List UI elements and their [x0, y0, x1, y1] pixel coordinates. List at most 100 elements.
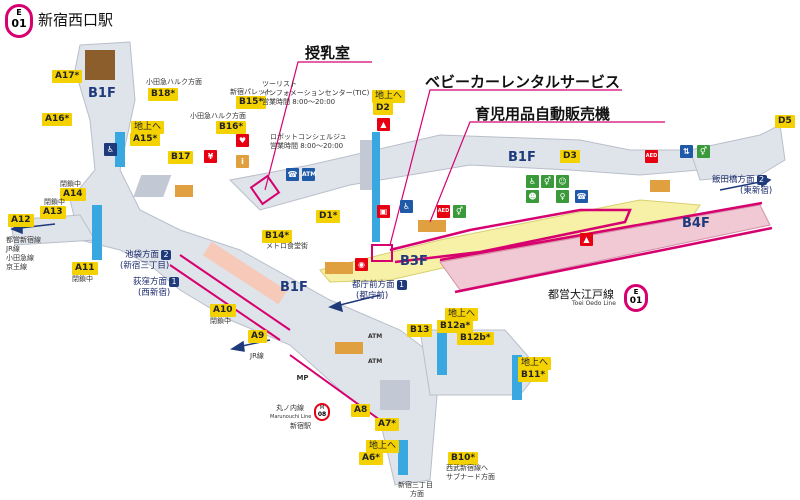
restroom-icon-3: ⚥ — [697, 145, 710, 158]
exit-d5: D5 — [775, 115, 795, 128]
direction-ogikubo-sub: (西新宿) — [138, 288, 171, 298]
ticket-icon: ¥ — [204, 150, 217, 163]
label-seibu-shinjuku: 西武新宿線へ — [446, 464, 488, 472]
line-name-en: Toei Oedo Line — [572, 300, 616, 307]
elevators — [92, 132, 522, 475]
label-tourist-info-1: ツーリスト — [262, 80, 297, 88]
direction-tochomae-num: 1 — [396, 280, 407, 290]
station-code-letter: E — [16, 8, 22, 17]
direction-ogikubo-num: 1 — [169, 277, 180, 287]
map-icon: MP — [296, 374, 309, 382]
stroller-icon: ◉ — [355, 258, 368, 271]
label-closed-1: 閉鎖中 — [60, 180, 81, 188]
restroom-icon-1: ♿ — [104, 143, 117, 156]
callout-stroller-rental: ベビーカーレンタルサービス — [425, 73, 621, 91]
exit-b15: B15* — [236, 96, 267, 109]
phone-icon: ☎ — [286, 168, 299, 181]
exit-a14: A14 — [60, 188, 86, 201]
station-badge: E 01 — [5, 4, 33, 38]
label-shinjuku-palette: 新宿パレット — [230, 88, 272, 96]
exit-a15: A15* — [130, 133, 161, 146]
label-metro-food: メトロ食堂街 — [266, 242, 308, 250]
label-tourist-info-3: 営業時間 8:00～20:00 — [262, 98, 336, 106]
upstairs-label-3: 地上へ — [445, 308, 479, 321]
wheelchair-icon: ♿ — [400, 200, 413, 213]
label-tourist-info-2: インフォメーションセンター(TIC) — [262, 89, 370, 97]
atm-icon-2: ATM — [368, 333, 383, 340]
floor-label-b1f-mid: B1F — [280, 280, 308, 295]
exit-b17: B17 — [168, 151, 194, 164]
exit-a17: A17* — [52, 70, 83, 83]
info-icon: i — [236, 155, 249, 168]
floor-label-b1f-left: B1F — [88, 86, 116, 101]
direction-tochomae-text: 都庁前方面 — [352, 280, 395, 290]
exit-b10: B10* — [448, 452, 479, 465]
exit-a12: A12 — [8, 214, 34, 227]
marunouchi-badge-letter: M — [319, 405, 325, 411]
station-name: 新宿西口駅 — [38, 11, 114, 29]
line-badge: E 01 — [624, 284, 648, 312]
family-icon: ☻ — [526, 190, 539, 203]
label-jr-left: JR線 — [6, 245, 20, 253]
restroom-icon-2: ♿ — [526, 175, 539, 188]
b4f-platform — [439, 201, 773, 294]
escalator-icon: ⇅ — [680, 145, 693, 158]
shops — [85, 50, 670, 354]
direction-iidabashi-sub: (東新宿) — [740, 186, 773, 196]
phone-icon-2: ☎ — [575, 190, 588, 203]
exit-b14: B14* — [262, 230, 293, 243]
exit-d2: D2 — [373, 102, 393, 115]
label-shinjuku3-2: 方面 — [410, 490, 424, 498]
atm-icon-1: ATM — [302, 168, 316, 181]
floor-label-b1f-center: B1F — [508, 150, 536, 165]
direction-iidabashi-num: 2 — [756, 175, 767, 185]
label-marunouchi-2: Marunouchi Line — [270, 414, 312, 420]
elevator-icon: ▲ — [377, 118, 390, 131]
restroom-icon-4: ⚥ — [453, 205, 466, 218]
label-odakyu: 小田急線 — [6, 254, 34, 262]
line-name: 都営大江戸線 — [548, 288, 614, 301]
upstairs-label-2: 地上へ — [372, 90, 406, 103]
label-odakyu-halc-2: 小田急ハルク方面 — [190, 112, 246, 120]
label-marunouchi-1: 丸ノ内線 — [276, 404, 304, 412]
label-shinjuku3-1: 新宿三丁目 — [398, 481, 433, 489]
nursing-room-icon: ♥ — [236, 134, 249, 147]
shop-strip — [202, 241, 288, 305]
direction-ogikubo-text: 荻窪方面 — [133, 277, 168, 287]
label-subnade: サブナード方面 — [446, 473, 495, 481]
aed-icon-2: AED — [437, 205, 450, 218]
direction-iidabashi-text: 飯田橋方面 — [712, 175, 755, 185]
station-code-number: 01 — [11, 17, 27, 30]
exit-d1: D1* — [316, 210, 341, 223]
callout-baby-vending: 育児用品自動販売機 — [475, 105, 611, 123]
exit-a11: A11 — [72, 262, 98, 275]
exit-b12a: B12a* — [437, 320, 474, 333]
direction-ikebukuro-num: 2 — [161, 250, 172, 260]
direction-tochomae-sub: (都庁前) — [356, 291, 389, 301]
marunouchi-badge: M 08 — [314, 403, 330, 421]
exit-a9: A9 — [248, 330, 268, 343]
toilet-icon: ⚥ — [541, 175, 554, 188]
direction-ikebukuro-text: 池袋方面 — [125, 250, 160, 260]
highlight-boxes — [249, 174, 393, 262]
callout-lines — [264, 61, 665, 246]
elevator-icon-2: ▲ — [580, 233, 593, 246]
label-closed-4: 閉鎖中 — [210, 317, 231, 325]
multi-toilet-icon: ♀ — [556, 190, 569, 203]
callout-nursing-room: 授乳室 — [305, 44, 351, 62]
exit-a6: A6* — [359, 452, 383, 465]
label-robot-concierge-1: ロボットコンシェルジュ — [270, 133, 347, 141]
exit-b11: B11* — [518, 369, 549, 382]
label-toei-shinjuku: 都営新宿線 — [6, 236, 41, 244]
aed-icon-1: AED — [645, 150, 658, 163]
floor-label-b4f: B4F — [682, 216, 710, 231]
label-closed-2: 閉鎖中 — [44, 198, 65, 206]
exit-a16: A16* — [42, 113, 73, 126]
upstairs-label-5: 地上へ — [366, 440, 400, 453]
line-badge-letter: E — [633, 288, 639, 296]
